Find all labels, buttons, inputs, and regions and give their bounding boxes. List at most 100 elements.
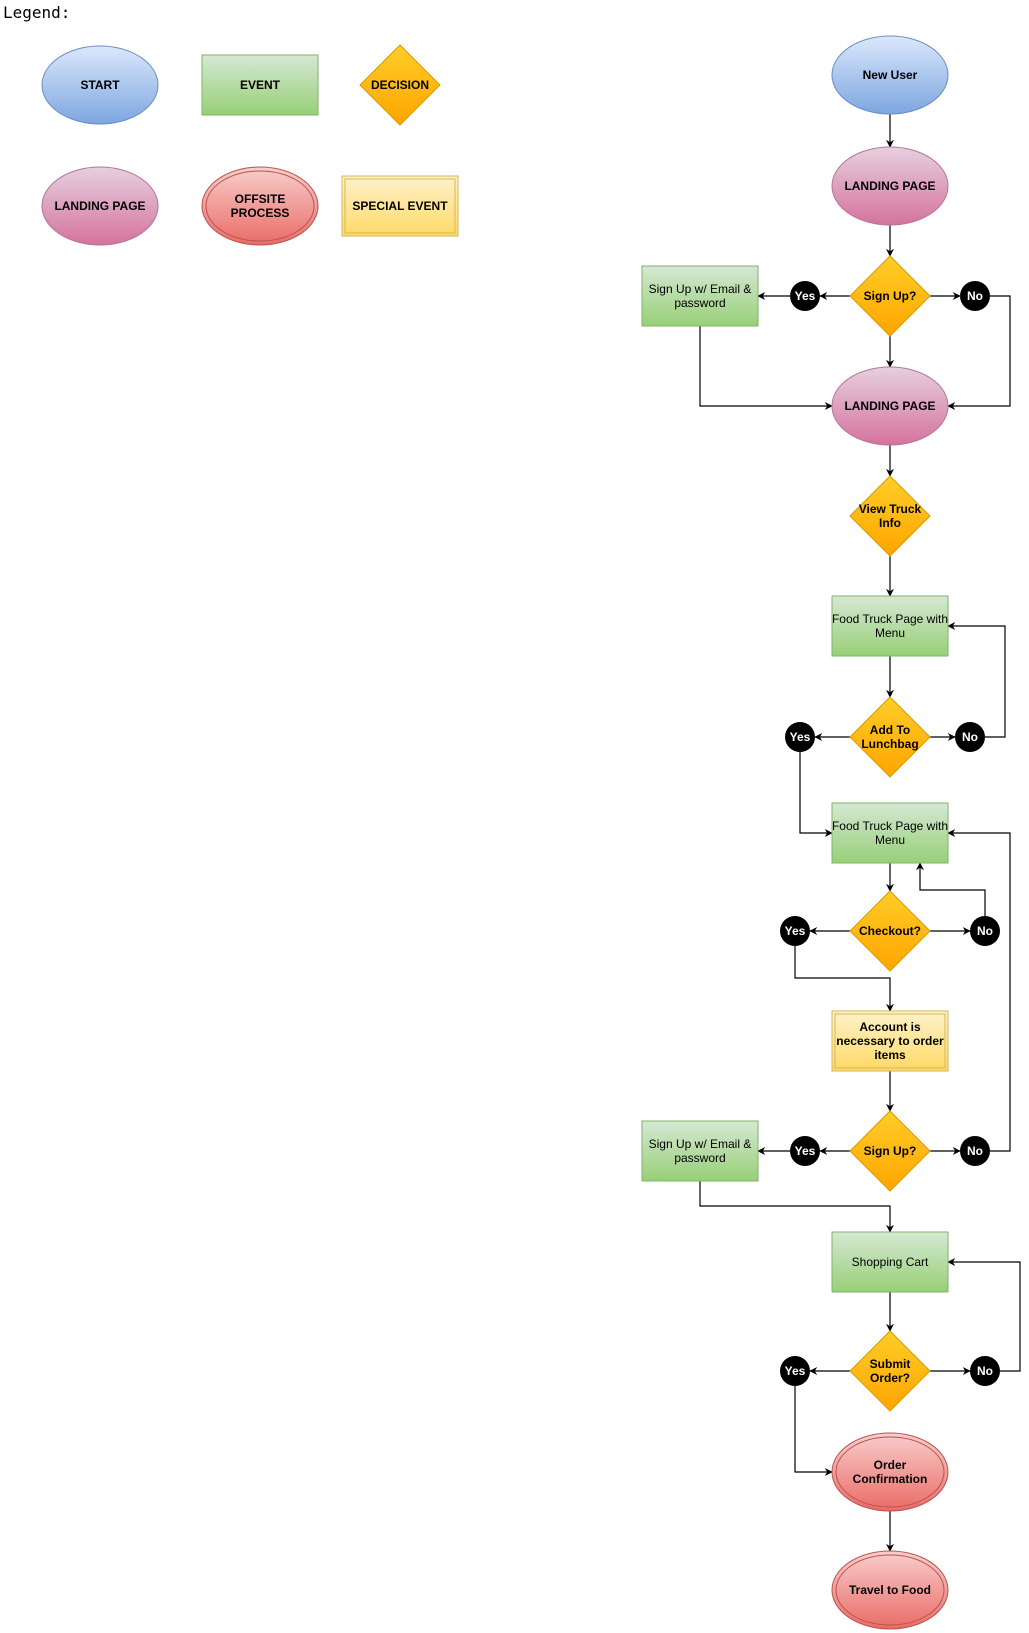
- no-badge-2-label: No: [962, 730, 978, 744]
- account-note-event-label-line: items: [874, 1048, 906, 1062]
- signup-event-1-label-line: password: [674, 296, 725, 310]
- signup-decision-2-label: Sign Up?: [864, 1144, 917, 1158]
- yes-badge-3[interactable]: Yes: [780, 916, 810, 946]
- yes-badge-1-label: Yes: [795, 289, 816, 303]
- legend-event-label-line: EVENT: [240, 78, 281, 92]
- landing-page-node-2-label-line: LANDING PAGE: [844, 399, 935, 413]
- shopping-cart-event[interactable]: Shopping Cart: [831, 1231, 949, 1293]
- yes-badge-5[interactable]: Yes: [780, 1356, 810, 1386]
- signup-event-2[interactable]: Sign Up w/ Email &password: [641, 1120, 759, 1182]
- edge-signupevent-landing2: [699, 326, 833, 410]
- signup-decision-2-label-line: Sign Up?: [864, 1144, 917, 1158]
- landing-page-node-1[interactable]: LANDING PAGE: [831, 146, 949, 226]
- submit-order-decision-label-line: Submit: [870, 1357, 911, 1371]
- new-user-node-label: New User: [863, 68, 918, 82]
- legend-offsite-label-line: OFFSITE: [235, 192, 286, 206]
- yes-badge-1-label-line: Yes: [795, 289, 816, 303]
- legend-decision-label: DECISION: [371, 78, 429, 92]
- landing-page-node-1-label-line: LANDING PAGE: [844, 179, 935, 193]
- no-badge-4[interactable]: No: [960, 1136, 990, 1166]
- no-badge-3[interactable]: No: [970, 916, 1000, 946]
- legend-decision-label-line: DECISION: [371, 78, 429, 92]
- account-note-event-label-line: Account is: [859, 1020, 921, 1034]
- legend-special-label: SPECIAL EVENT: [352, 199, 448, 213]
- yes-badge-4-label: Yes: [795, 1144, 816, 1158]
- order-confirmation-node-label-line: Confirmation: [853, 1472, 928, 1486]
- food-truck-page-2-label-line: Menu: [875, 833, 905, 847]
- add-lunchbag-decision-label-line: Add To: [870, 723, 910, 737]
- no-badge-1-label-line: No: [967, 289, 983, 303]
- edge-signupevent2-cart: [699, 1181, 894, 1233]
- legend-decision[interactable]: DECISION: [359, 44, 441, 126]
- legend-event[interactable]: EVENT: [201, 54, 319, 116]
- yes-badge-4[interactable]: Yes: [790, 1136, 820, 1166]
- signup-event-1-label: Sign Up w/ Email &password: [649, 282, 752, 310]
- food-truck-page-1-label-line: Menu: [875, 626, 905, 640]
- new-user-node-label-line: New User: [863, 68, 918, 82]
- signup-event-2-label: Sign Up w/ Email &password: [649, 1137, 752, 1165]
- legend-special[interactable]: SPECIAL EVENT: [341, 175, 459, 237]
- no-badge-2[interactable]: No: [955, 722, 985, 752]
- signup-decision-2[interactable]: Sign Up?: [849, 1110, 931, 1192]
- edge-no3-truckpage2: [916, 862, 986, 916]
- view-truck-decision-label-line: Info: [879, 516, 901, 530]
- legend-start[interactable]: START: [41, 45, 159, 125]
- legend-offsite-label-line: PROCESS: [231, 206, 290, 220]
- no-badge-3-label-line: No: [977, 924, 993, 938]
- edge-no2-truckpage1: [947, 622, 1006, 738]
- submit-order-decision-label-line: Order?: [870, 1371, 910, 1385]
- new-user-node[interactable]: New User: [831, 35, 949, 115]
- landing-page-node-2[interactable]: LANDING PAGE: [831, 366, 949, 446]
- legend-title: Legend:: [3, 3, 71, 22]
- yes-badge-4-label-line: Yes: [795, 1144, 816, 1158]
- add-lunchbag-decision-label-line: Lunchbag: [861, 737, 918, 751]
- edge-yes5-confirmation: [794, 1386, 833, 1476]
- legend-landing[interactable]: LANDING PAGE: [41, 166, 159, 246]
- travel-to-food-node[interactable]: Travel to Food: [831, 1550, 949, 1630]
- edge-yes2-truckpage2: [799, 752, 833, 837]
- yes-badge-2[interactable]: Yes: [785, 722, 815, 752]
- signup-event-2-label-line: password: [674, 1151, 725, 1165]
- signup-decision-1[interactable]: Sign Up?: [849, 255, 931, 337]
- landing-page-node-1-label: LANDING PAGE: [844, 179, 935, 193]
- connector-layer: [699, 114, 1021, 1552]
- yes-badge-1[interactable]: Yes: [790, 281, 820, 311]
- view-truck-decision-label-line: View Truck: [859, 502, 922, 516]
- signup-decision-1-label-line: Sign Up?: [864, 289, 917, 303]
- food-truck-page-2-label-line: Food Truck Page with: [832, 819, 948, 833]
- signup-event-1[interactable]: Sign Up w/ Email &password: [641, 265, 759, 327]
- no-badge-5-label: No: [977, 1364, 993, 1378]
- signup-decision-1-label: Sign Up?: [864, 289, 917, 303]
- shopping-cart-event-label-line: Shopping Cart: [852, 1255, 929, 1269]
- legend-event-label: EVENT: [240, 78, 281, 92]
- yes-badge-3-label-line: Yes: [785, 924, 806, 938]
- no-badge-1[interactable]: No: [960, 281, 990, 311]
- checkout-decision-label: Checkout?: [859, 924, 921, 938]
- no-badge-2-label-line: No: [962, 730, 978, 744]
- signup-event-1-label-line: Sign Up w/ Email &: [649, 282, 752, 296]
- legend-start-label-line: START: [80, 78, 120, 92]
- checkout-decision[interactable]: Checkout?: [849, 890, 931, 972]
- legend-start-label: START: [80, 78, 120, 92]
- yes-badge-5-label: Yes: [785, 1364, 806, 1378]
- landing-page-node-2-label: LANDING PAGE: [844, 399, 935, 413]
- food-truck-page-1-label-line: Food Truck Page with: [832, 612, 948, 626]
- edge-yes3-account: [794, 946, 894, 1012]
- no-badge-5[interactable]: No: [970, 1356, 1000, 1386]
